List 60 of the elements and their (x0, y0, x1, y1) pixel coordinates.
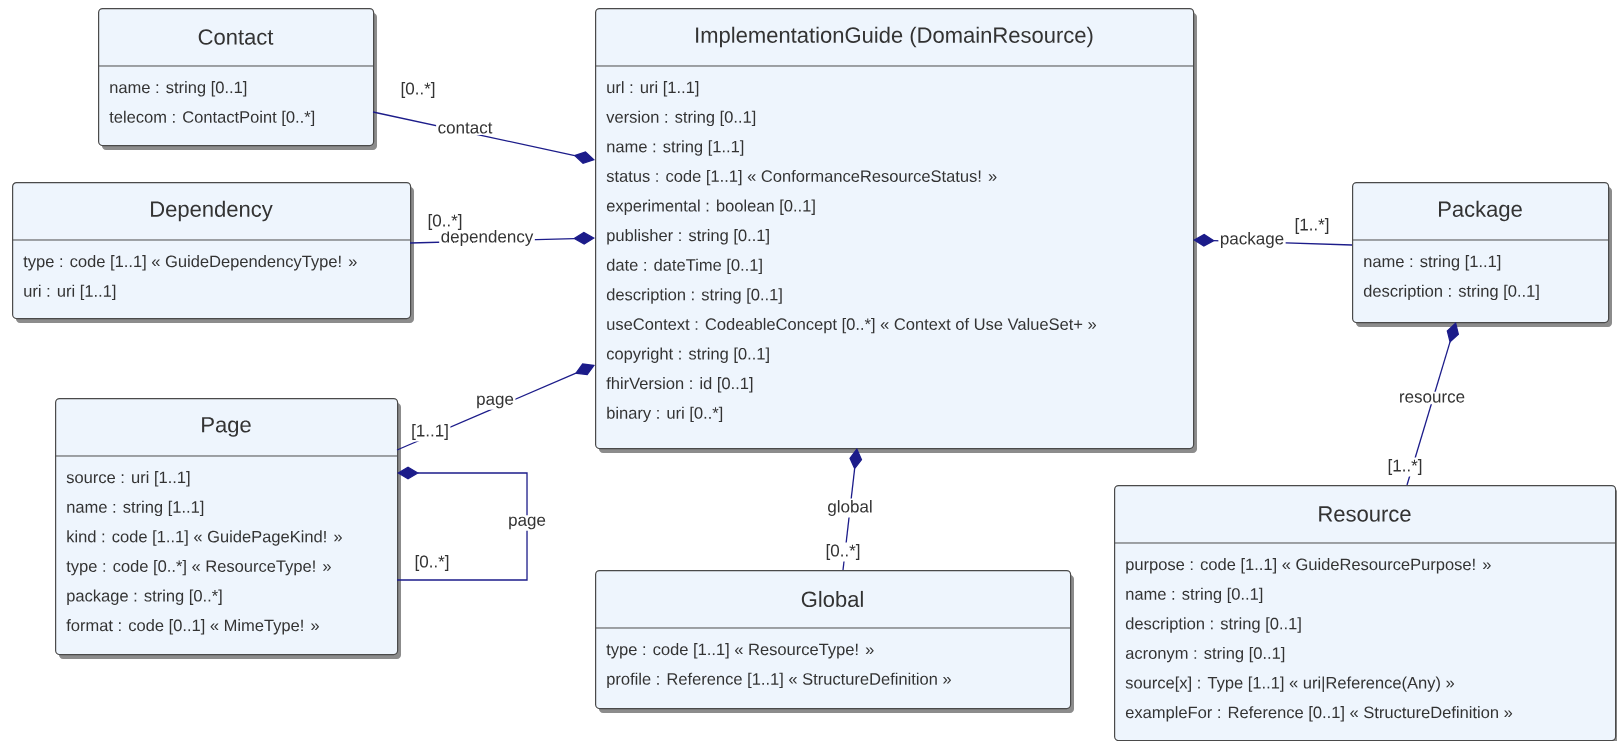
attribute: acronym : string [0..1] (1125, 646, 1285, 663)
attribute: kind : code [1..1] « GuidePageKind! » (67, 530, 342, 546)
attribute: type : code [1..1] « ResourceType! » (606, 643, 874, 659)
attribute: useContext : CodeableConcept [0..*] « Context of Use ValueSet+ » (607, 317, 1097, 334)
attribute: description : string [0..1] (1125, 617, 1301, 633)
class-box (97, 8, 377, 150)
class-box (1351, 182, 1612, 327)
class-box (54, 398, 401, 659)
class-name: Package (1439, 200, 1522, 222)
class-name: Contact (198, 29, 274, 45)
edge-label: package (1218, 230, 1286, 250)
class-box (11, 182, 414, 323)
attribute: status : code [1..1] « ConformanceResourceStatus! » (606, 169, 997, 186)
multiplicity: [0..*] (399, 80, 437, 100)
attribute: binary : uri [0..*] (607, 406, 723, 423)
attribute: type : code [0..*] « ResourceType! » (66, 559, 331, 576)
attribute: version : string [0..1] (606, 110, 756, 127)
composition-line (396, 466, 528, 581)
attribute: source[x] : Type [1..1] « uri|Reference(Any) » (1125, 676, 1455, 692)
attribute: name : string [0..1] (1126, 587, 1263, 604)
edge-label: page (506, 515, 548, 531)
attribute: copyright : string [0..1] (606, 347, 769, 363)
class-box (594, 8, 1197, 453)
multiplicity: [1..*] (1386, 457, 1424, 477)
multiplicity: [0..*] (426, 212, 464, 232)
attribute: url : uri [1..1] (607, 81, 699, 97)
attribute: package : string [0..*] (67, 589, 222, 605)
class-name: ImplementationGuide (DomainResource) (696, 26, 1093, 48)
attribute: name : string [1..1] (607, 140, 744, 156)
attribute: name : string [1..1] (1364, 255, 1501, 271)
edge-label: page (474, 394, 516, 410)
multiplicity: [1..1] (409, 422, 451, 442)
attribute: uri : uri [1..1] (24, 284, 116, 301)
attribute: experimental : boolean [0..1] (606, 199, 815, 215)
class-name: Global (801, 590, 863, 608)
attribute: description : string [0..1] (606, 288, 782, 304)
multiplicity: [1..*] (1293, 216, 1331, 236)
attribute: telecom : ContactPoint [0..*] (109, 110, 315, 127)
attribute: type : code [1..1] « GuideDependencyType! » (23, 255, 357, 271)
class-name: Page (202, 417, 251, 437)
edge-label: resource (1397, 391, 1467, 405)
attribute: source : uri [1..1] (66, 471, 190, 487)
attribute: purpose : code [1..1] « GuideResourcePurpose! » (1126, 558, 1491, 574)
attribute: publisher : string [0..1] (607, 229, 769, 245)
edge-label: global (825, 498, 875, 518)
class-name: Resource (1319, 506, 1411, 522)
attribute: fhirVersion : id [0..1] (606, 377, 753, 393)
attribute: format : code [0..1] « MimeType! » (66, 619, 319, 635)
attribute: name : string [0..1] (110, 81, 247, 97)
multiplicity: [0..*] (824, 542, 862, 562)
multiplicity: [0..*] (413, 553, 451, 573)
attribute: exampleFor : Reference [0..1] « StructureDefinition » (1125, 706, 1513, 722)
edge-label: contact (436, 120, 494, 136)
attribute: date : dateTime [0..1] (606, 258, 762, 275)
class-box (1113, 485, 1617, 741)
attribute: profile : Reference [1..1] « StructureDefinition » (607, 672, 951, 689)
class-name: Dependency (151, 200, 273, 222)
class-box (594, 570, 1074, 713)
attribute: name : string [1..1] (67, 500, 204, 517)
attribute: description : string [0..1] (1363, 284, 1539, 301)
